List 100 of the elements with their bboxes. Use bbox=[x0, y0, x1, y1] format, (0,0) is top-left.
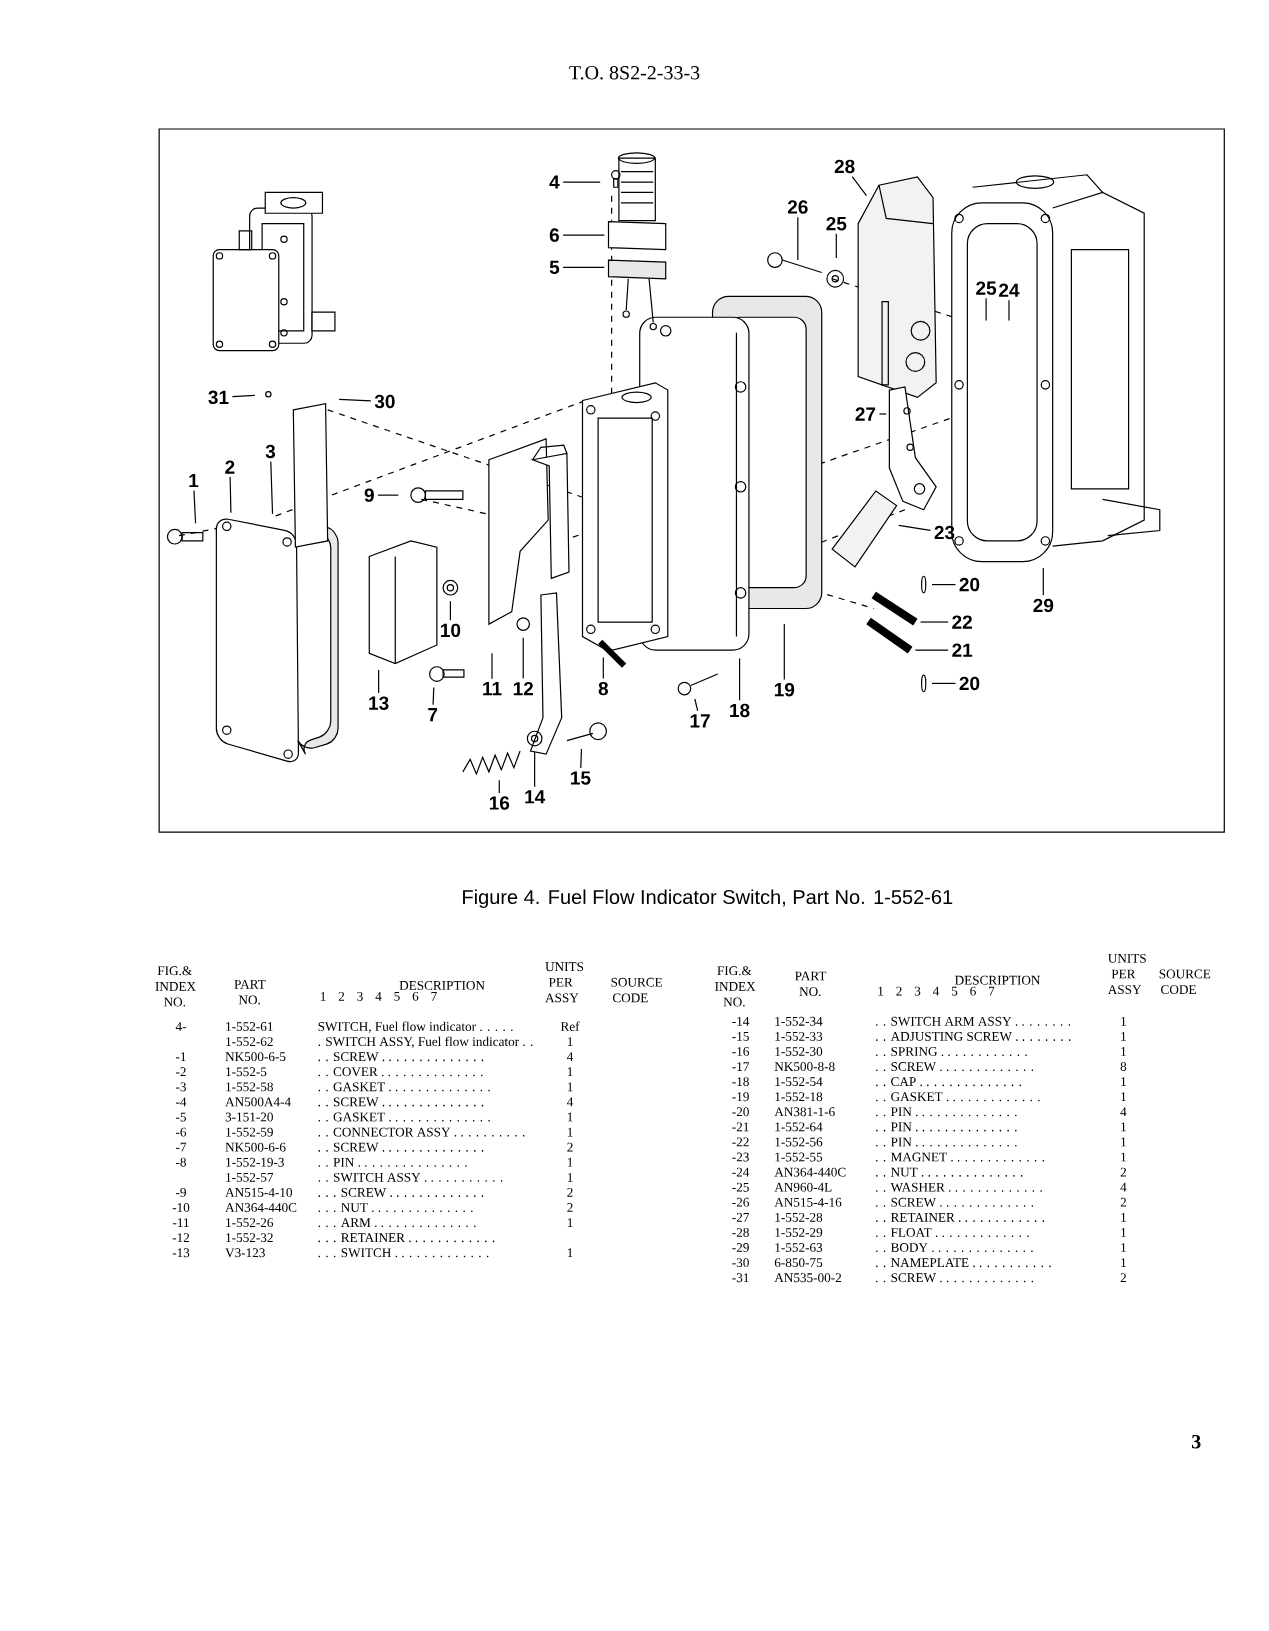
column-header: PART NO. bbox=[795, 971, 827, 997]
part-number: 1-552-18 bbox=[775, 1092, 823, 1102]
index-number: -18 bbox=[732, 1077, 749, 1087]
leader-line bbox=[378, 669, 380, 694]
callout-number: 28 bbox=[834, 159, 855, 174]
part-number: 3-151-20 bbox=[225, 1112, 273, 1122]
part-number: AN381-1-6 bbox=[774, 1107, 835, 1117]
leader-line bbox=[270, 461, 274, 515]
index-number: -14 bbox=[732, 1016, 750, 1026]
column-header: 1 2 3 4 5 6 7 bbox=[878, 986, 995, 996]
part-description: . . SCREW . . . . . . . . . . . . . . bbox=[318, 1052, 484, 1062]
callout-number: 11 bbox=[483, 682, 502, 696]
index-number: -4 bbox=[176, 1097, 187, 1107]
part-description: . . . RETAINER . . . . . . . . . . . . bbox=[318, 1233, 495, 1243]
part-number: AN515-4-10 bbox=[225, 1187, 293, 1197]
unit-count: 2 bbox=[567, 1188, 573, 1197]
unit-count: 4 bbox=[1120, 1107, 1127, 1117]
index-number: -29 bbox=[732, 1243, 749, 1252]
callout-number: 20 bbox=[959, 577, 980, 592]
callout-number: 25 bbox=[976, 281, 997, 295]
part-number: 1-552-56 bbox=[775, 1137, 823, 1147]
callout-number: 17 bbox=[690, 714, 710, 728]
callout-number: 9 bbox=[364, 488, 374, 502]
index-number: -31 bbox=[732, 1273, 749, 1283]
part-number: 1-552-29 bbox=[775, 1228, 823, 1237]
callout-number: 27 bbox=[855, 407, 876, 421]
column-header: UNITS PER ASSY bbox=[545, 962, 584, 1003]
part-description: . . BODY . . . . . . . . . . . . . . bbox=[876, 1243, 1033, 1253]
unit-count: 1 bbox=[1121, 1016, 1126, 1026]
callout-number: 18 bbox=[730, 703, 750, 718]
index-number: -27 bbox=[732, 1212, 749, 1222]
part-number: 1-552-62 bbox=[226, 1037, 273, 1047]
page-number: 3 bbox=[1191, 1435, 1201, 1449]
index-number: -30 bbox=[732, 1258, 749, 1268]
part-number: 1-552-19-3 bbox=[226, 1157, 284, 1167]
unit-count: 1 bbox=[567, 1172, 573, 1182]
part-description: . . SPRING . . . . . . . . . . . . bbox=[876, 1047, 1027, 1056]
part-description: . . GASKET . . . . . . . . . . . . . bbox=[876, 1092, 1040, 1102]
index-number: -12 bbox=[172, 1233, 190, 1242]
part-description: . . PIN . . . . . . . . . . . . . . bbox=[876, 1137, 1017, 1147]
part-number: 1-552-32 bbox=[226, 1233, 273, 1243]
callout-number: 24 bbox=[999, 283, 1020, 297]
unit-count: 1 bbox=[1121, 1077, 1126, 1086]
part-description: . . PIN . . . . . . . . . . . . . . bbox=[876, 1122, 1017, 1132]
leader-line bbox=[522, 637, 524, 680]
index-number: -10 bbox=[172, 1203, 190, 1212]
index-number: -11 bbox=[172, 1218, 189, 1227]
callout-number: 10 bbox=[441, 623, 461, 638]
index-number: -9 bbox=[176, 1188, 186, 1197]
index-number: -1 bbox=[176, 1052, 186, 1061]
unit-count: 1 bbox=[567, 1157, 573, 1167]
part-description: . . SWITCH ASSY . . . . . . . . . . . bbox=[318, 1172, 503, 1182]
unit-count: 1 bbox=[567, 1037, 573, 1046]
figure-caption: Figure 4. Fuel Flow Indicator Switch, Part No. 1-552-61 bbox=[463, 889, 953, 909]
leader-line bbox=[498, 779, 500, 794]
column-header: DESCRIPTION bbox=[399, 981, 485, 990]
leader-line bbox=[694, 698, 699, 712]
part-number: 1-552-63 bbox=[775, 1243, 823, 1252]
index-number: -17 bbox=[732, 1062, 749, 1071]
callout-number: 15 bbox=[571, 771, 591, 785]
leader-line bbox=[931, 584, 957, 586]
part-number: NK500-6-6 bbox=[225, 1142, 286, 1152]
part-number: 1-552-33 bbox=[775, 1031, 823, 1041]
callout-number: 21 bbox=[952, 643, 973, 657]
leader-line bbox=[193, 489, 197, 524]
unit-count: 1 bbox=[567, 1127, 573, 1137]
leader-line bbox=[580, 748, 583, 769]
part-number: 1-552-26 bbox=[226, 1218, 274, 1228]
part-description: . . SWITCH ARM ASSY . . . . . . . . bbox=[876, 1016, 1071, 1026]
index-number: -5 bbox=[176, 1112, 186, 1122]
leader-line bbox=[1042, 567, 1044, 596]
part-description: . . PIN . . . . . . . . . . . . . . . bbox=[318, 1157, 467, 1167]
unit-count: 1 bbox=[567, 1067, 573, 1077]
index-number: -2 bbox=[176, 1067, 186, 1077]
unit-count: 1 bbox=[1121, 1092, 1126, 1102]
column-header: FIG.& INDEX NO. bbox=[155, 966, 196, 1007]
callout-number: 13 bbox=[369, 696, 389, 710]
unit-count: Ref bbox=[560, 1021, 580, 1031]
unit-count: 1 bbox=[1121, 1152, 1126, 1162]
part-number: 1-552-54 bbox=[775, 1077, 823, 1087]
part-description: . . CONNECTOR ASSY . . . . . . . . . . bbox=[318, 1127, 525, 1137]
part-description: . . COVER . . . . . . . . . . . . . . bbox=[318, 1067, 483, 1077]
callout-number: 26 bbox=[787, 200, 808, 214]
part-number: AN515-4-16 bbox=[774, 1197, 842, 1207]
part-description: . . NUT . . . . . . . . . . . . . . bbox=[876, 1167, 1023, 1177]
column-header: UNITS PER ASSY bbox=[1107, 953, 1146, 994]
leader-line bbox=[1008, 299, 1010, 321]
index-number: -28 bbox=[732, 1228, 749, 1237]
unit-count: 1 bbox=[567, 1082, 573, 1092]
unit-count: 2 bbox=[567, 1203, 573, 1212]
leader-line bbox=[835, 233, 837, 259]
index-number: -21 bbox=[732, 1122, 749, 1132]
column-header: FIG.& INDEX NO. bbox=[715, 966, 756, 1007]
unit-count: 2 bbox=[1120, 1197, 1126, 1207]
part-description: . . . ARM . . . . . . . . . . . . . . bbox=[318, 1218, 476, 1228]
leader-line bbox=[914, 649, 949, 651]
callout-number: 30 bbox=[374, 394, 395, 409]
part-description: . . . NUT . . . . . . . . . . . . . . bbox=[318, 1203, 473, 1212]
part-number: 1-552-61 bbox=[226, 1022, 273, 1031]
column-header: PART NO. bbox=[234, 979, 266, 1005]
